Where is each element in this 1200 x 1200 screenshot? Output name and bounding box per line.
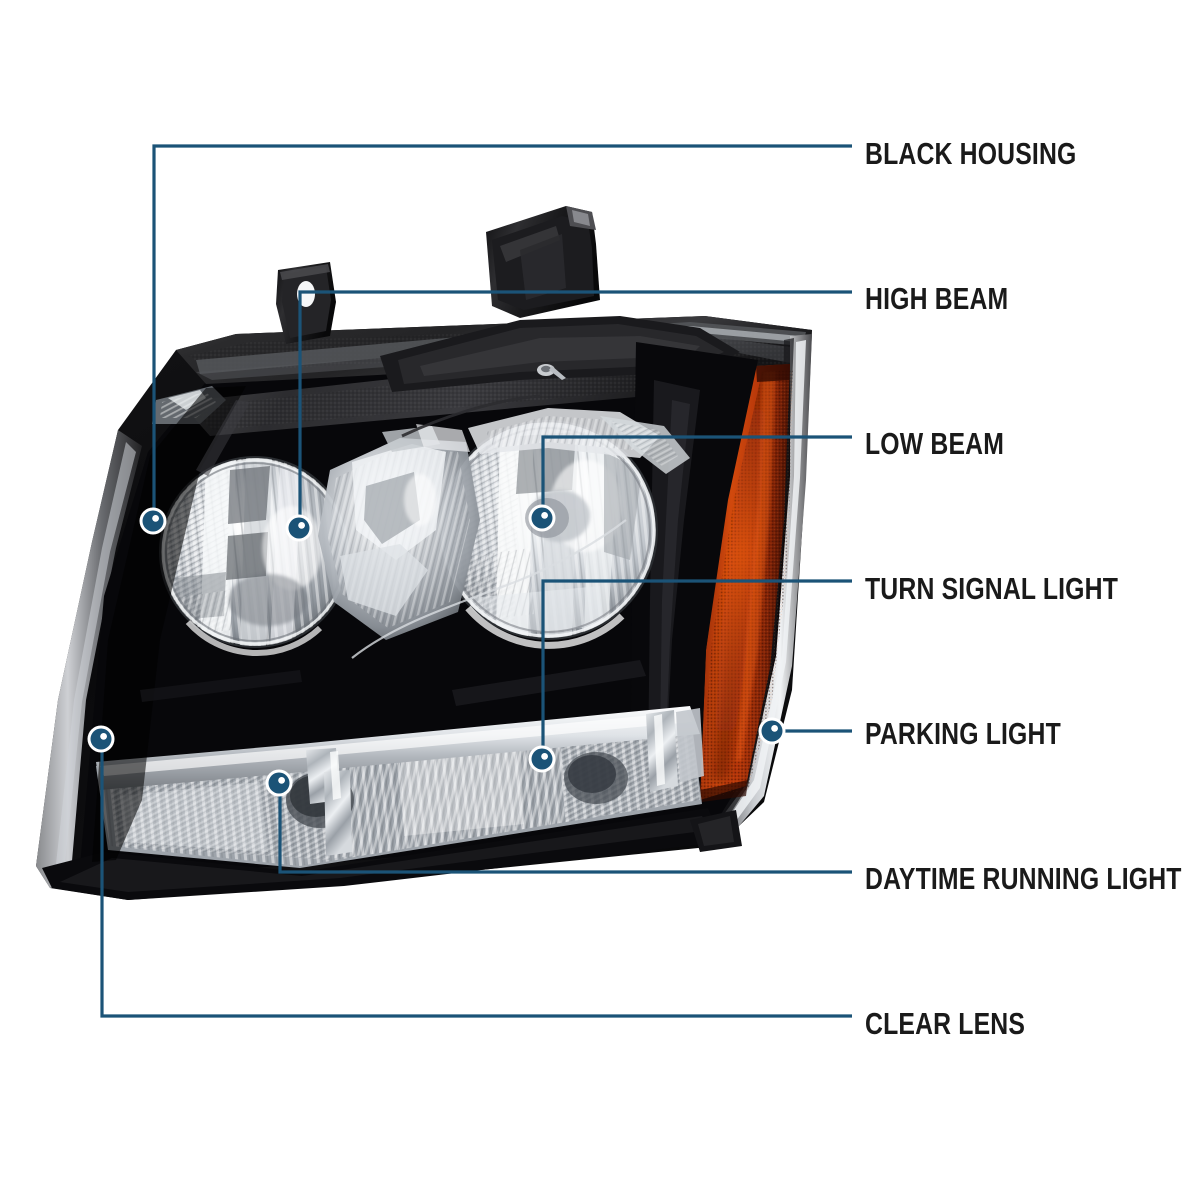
- marker-black-housing[interactable]: [139, 507, 167, 535]
- marker-disc: [288, 517, 310, 539]
- lens-left-bevel-highlight: [56, 442, 136, 872]
- marker-disc: [90, 728, 112, 750]
- marker-high-beam[interactable]: [285, 514, 313, 542]
- callout-leader-lines: [100, 144, 852, 1018]
- marker-low-beam[interactable]: [528, 504, 556, 532]
- marker-parking-light[interactable]: [758, 717, 786, 745]
- leader-line-clear-lens: [100, 749, 852, 1018]
- leader-line-low-beam: [541, 435, 852, 508]
- marker-inner-dot: [771, 725, 778, 732]
- marker-disc: [268, 772, 290, 794]
- marker-disc: [531, 507, 553, 529]
- callout-label-high-beam: HIGH BEAM: [865, 281, 1009, 316]
- marker-inner-dot: [541, 753, 548, 760]
- marker-inner-dot: [278, 777, 285, 784]
- leader-line-black-housing: [152, 144, 852, 511]
- drl-post-far-right: [676, 708, 704, 782]
- center-bulb-cluster: [318, 424, 480, 640]
- callout-label-turn-signal-light: TURN SIGNAL LIGHT: [865, 571, 1119, 606]
- housing-screw: [537, 364, 566, 380]
- mounting-bracket-top: [486, 206, 600, 318]
- leader-line-high-beam: [298, 290, 852, 518]
- marker-inner-dot: [541, 512, 548, 519]
- marker-disc: [761, 720, 783, 742]
- marker-disc: [142, 510, 164, 532]
- marker-disc: [531, 748, 553, 770]
- leader-line-daytime-running-light: [278, 793, 852, 874]
- callout-markers: [87, 504, 786, 797]
- housing-left-shadow: [92, 386, 246, 862]
- callout-label-parking-light: PARKING LIGHT: [865, 716, 1061, 751]
- headlight-body: [36, 206, 812, 900]
- leader-line-turn-signal-light: [541, 579, 852, 749]
- internal-wire: [351, 519, 627, 659]
- housing-top-rail-shine: [470, 326, 800, 346]
- marker-turn-signal-light[interactable]: [528, 745, 556, 773]
- callout-label-low-beam: LOW BEAM: [865, 426, 1005, 461]
- drl-post-mid: [324, 770, 352, 856]
- upper-chrome-splash: [468, 408, 690, 474]
- mounting-tab-left: [276, 262, 336, 344]
- callout-label-daytime-running-light: DAYTIME RUNNING LIGHT: [865, 861, 1182, 896]
- marker-inner-dot: [152, 515, 160, 522]
- marker-clear-lens[interactable]: [87, 725, 115, 753]
- marker-inner-dot: [100, 733, 107, 740]
- callout-label-black-housing: BLACK HOUSING: [865, 136, 1077, 171]
- marker-inner-dot: [298, 522, 305, 529]
- marker-daytime-running-light[interactable]: [265, 769, 293, 797]
- callout-label-clear-lens: CLEAR LENS: [865, 1006, 1026, 1041]
